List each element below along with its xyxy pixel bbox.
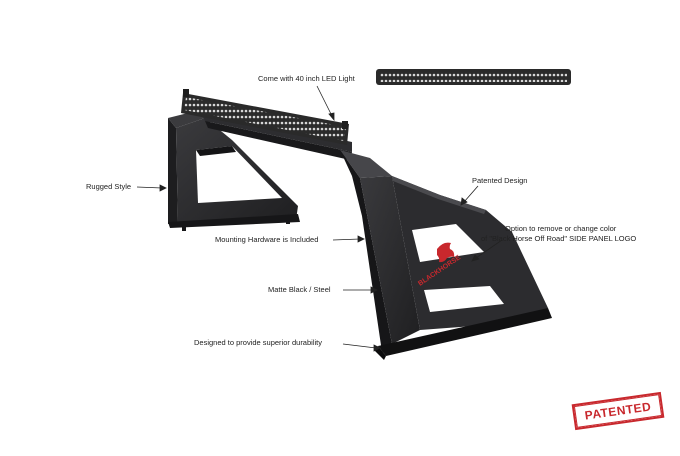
callout-led-light: Come with 40 inch LED Light bbox=[258, 74, 355, 83]
rear-upright bbox=[168, 110, 300, 231]
callout-mounting-hardware: Mounting Hardware is Included bbox=[215, 235, 319, 244]
callout-rugged-style: Rugged Style bbox=[86, 182, 132, 191]
leader-arrows bbox=[136, 85, 503, 352]
led-arrow bbox=[316, 85, 333, 117]
callout-option-line2: of "Black Horse Off Road" SIDE PANEL LOG… bbox=[481, 234, 637, 243]
front-upright: BLACKHORSE bbox=[340, 150, 552, 360]
mounting-arrowhead bbox=[357, 235, 365, 243]
option-arrowhead bbox=[471, 254, 480, 262]
patented-stamp-text: PATENTED bbox=[583, 399, 653, 423]
rugged-arrow bbox=[136, 186, 163, 189]
option-arrow bbox=[475, 239, 503, 259]
matte-arrowhead bbox=[370, 286, 378, 294]
callout-matte-black: Matte Black / Steel bbox=[268, 285, 331, 294]
callout-option-line1: Option to remove or change color bbox=[505, 224, 617, 233]
patented-arrow bbox=[463, 185, 479, 203]
mounting-arrow bbox=[332, 238, 361, 241]
durability-arrowhead bbox=[373, 344, 381, 352]
callout-durability: Designed to provide superior durability bbox=[194, 338, 322, 347]
callout-patented-design: Patented Design bbox=[472, 176, 528, 185]
mounted-led-light-bar bbox=[181, 89, 349, 145]
led-light-bar-preview bbox=[376, 69, 571, 85]
led-arrowhead bbox=[328, 112, 335, 122]
rugged-arrowhead bbox=[159, 184, 167, 192]
patented-arrowhead bbox=[460, 197, 468, 206]
durability-arrow bbox=[342, 343, 377, 349]
